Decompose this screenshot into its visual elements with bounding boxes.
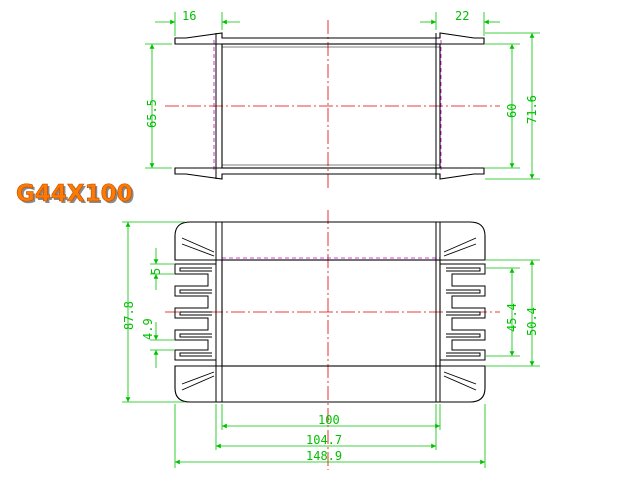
dim-label-5: 5: [149, 268, 163, 275]
dim-label-4-9: 4.9: [141, 318, 155, 340]
bottom-view: [165, 210, 500, 470]
dim-label-22: 22: [455, 9, 469, 23]
title-shadow: G44X100: [18, 183, 135, 209]
part-title: G44X100 G44X100: [16, 181, 135, 209]
top-view-bottom-flange: [174, 167, 485, 180]
top-view-top-flange: [174, 32, 485, 45]
left-pin-comb: [174, 263, 216, 361]
dim-label-100: 100: [318, 413, 340, 427]
top-view-dimensions: 16 22 65.5 60 71.6: [145, 9, 540, 180]
title-text: G44X100: [16, 181, 133, 207]
dim-label-87-8: 87.8: [122, 301, 136, 330]
dim-label-71-6: 71.6: [525, 95, 539, 124]
bottom-view-bottom-flange: [174, 365, 486, 403]
top-view: [165, 20, 500, 190]
top-view-body: [221, 43, 441, 169]
dim-label-148-9: 148.9: [306, 449, 342, 463]
bottom-view-dimensions: 87.8 5 4.9 45.4 50.4 100 104.7: [122, 221, 540, 468]
dim-label-65-5: 65.5: [145, 99, 159, 128]
right-pin-comb: [440, 263, 486, 361]
dim-label-45-4: 45.4: [505, 303, 519, 332]
dim-label-50-4: 50.4: [525, 307, 539, 336]
bottom-view-body: [221, 259, 441, 367]
dim-label-104-7: 104.7: [306, 433, 342, 447]
bottom-view-top-flange: [174, 221, 486, 261]
dim-label-60: 60: [505, 104, 519, 118]
dim-label-16: 16: [182, 9, 196, 23]
